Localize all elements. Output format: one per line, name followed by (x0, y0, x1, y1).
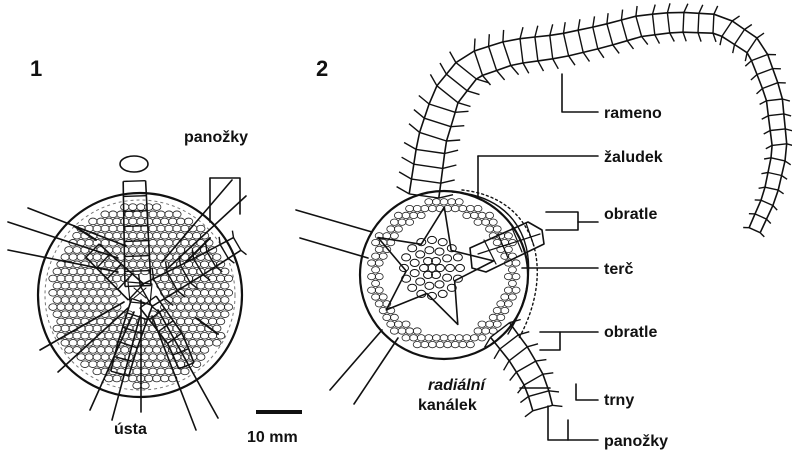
panel-2-number: 2 (316, 56, 328, 81)
panel-2-leader-lines (478, 74, 598, 440)
label-arm: rameno (604, 105, 662, 122)
label-mouth: ústa (114, 421, 147, 438)
label-podia-1: panožky (184, 129, 248, 146)
panel-1: 1 (8, 56, 248, 438)
scale-bar-line (256, 410, 302, 414)
panel-2-disc (360, 190, 537, 359)
vertebrae-exposed (470, 222, 544, 272)
panel-2: 2 (296, 3, 792, 450)
arm-lower (485, 320, 563, 417)
panel-2-disc-cells (368, 199, 520, 348)
label-spines: trny (604, 392, 634, 409)
scale-bar: 10 mm (247, 410, 302, 446)
panel-1-number: 1 (30, 56, 42, 81)
label-vertebrae-bottom: obratle (604, 324, 657, 341)
label-podia-2: panožky (604, 433, 668, 450)
label-vertebrae-top: obratle (604, 206, 657, 223)
scale-bar-label: 10 mm (247, 429, 298, 446)
label-radial-canal-line2: kanálek (418, 397, 477, 414)
label-disc: terč (604, 261, 633, 278)
label-radial-canal-line1: radiální (428, 377, 487, 394)
label-stomach: žaludek (604, 149, 663, 166)
